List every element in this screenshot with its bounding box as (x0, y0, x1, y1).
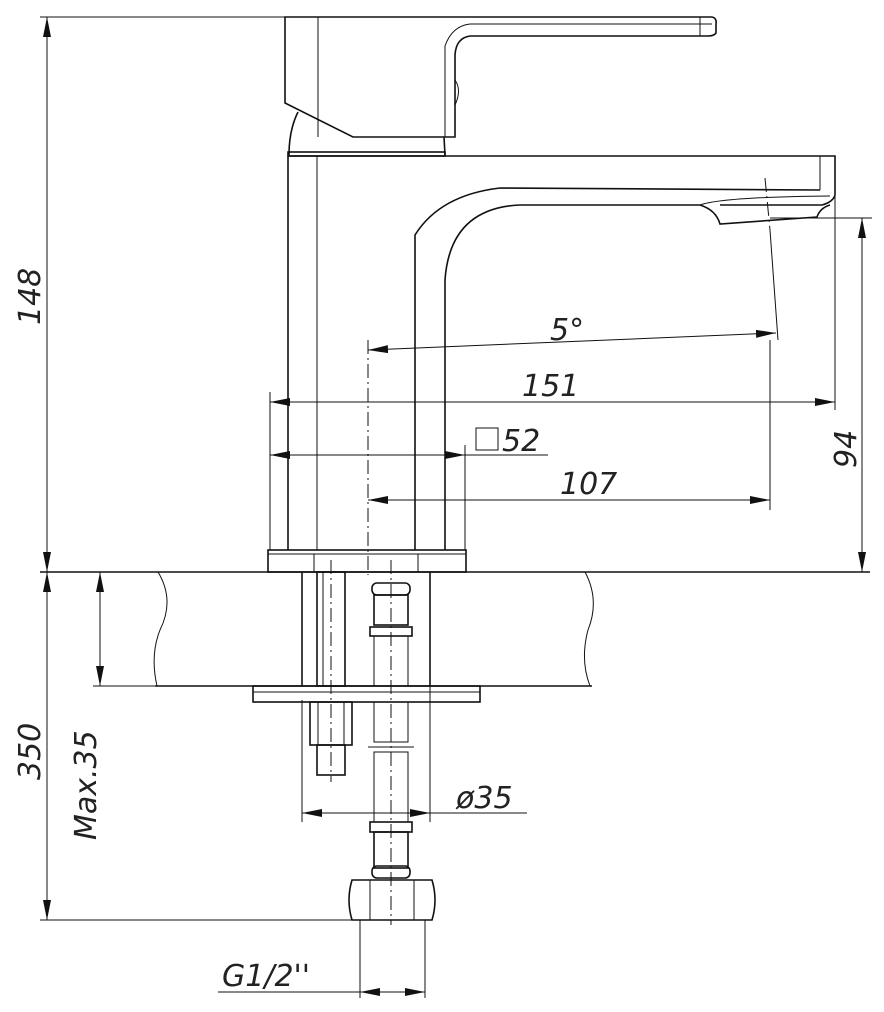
centre-lines (367, 177, 779, 575)
dimension-148: 148 (13, 16, 285, 572)
dim-151-label: 151 (522, 369, 579, 404)
faucet-body (267, 151, 836, 573)
dim-52-label: 52 (502, 424, 540, 459)
dim-g12-label: G1/2'' (222, 959, 310, 994)
square-symbol-icon (475, 427, 499, 451)
dimension-g1-2: G1/2'' (218, 920, 426, 998)
dimension-square-52: 52 (270, 424, 548, 550)
mounting-stud (309, 560, 353, 782)
dim-dia35-label: ø35 (455, 781, 513, 816)
dim-350-label: 350 (13, 723, 48, 780)
countertop-section (40, 571, 870, 703)
dimension-151: 151 (269, 196, 836, 550)
dimension-5-deg: 5° (367, 313, 777, 354)
dimension-diameter-35: ø35 (301, 686, 527, 822)
dim-107-label: 107 (560, 467, 617, 502)
dim-148-label: 148 (13, 268, 48, 325)
dimension-107: 107 (368, 340, 771, 510)
dim-max35-label: Max.35 (69, 730, 104, 840)
lever-handle (284, 16, 717, 156)
dim-94-label: 94 (829, 430, 864, 468)
dim-5deg-label: 5° (550, 313, 584, 348)
dimension-94: 94 (770, 217, 872, 572)
flexible-hose (348, 560, 436, 925)
dimension-350: 350 (13, 572, 360, 921)
dimension-max-35: Max.35 (69, 572, 260, 840)
